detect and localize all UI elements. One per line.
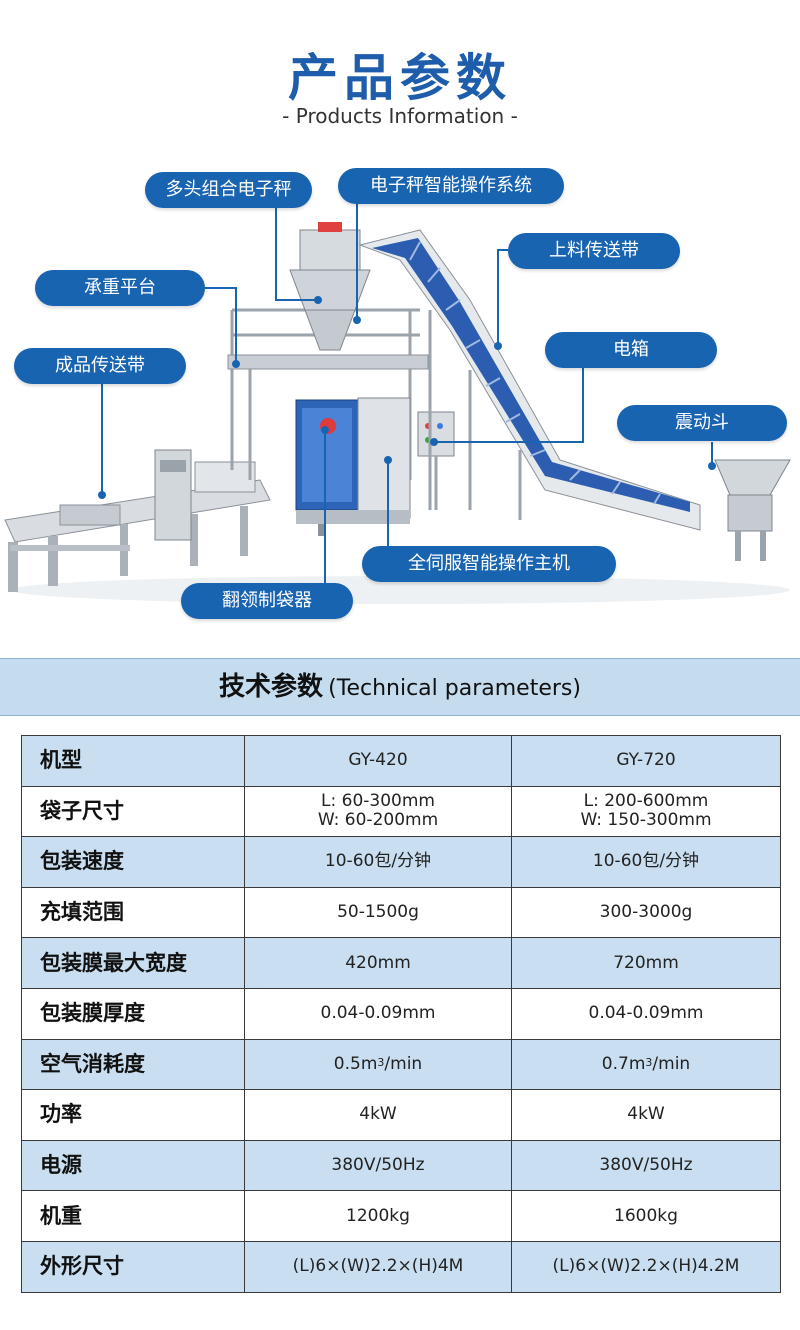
table-row: 空气消耗度 0.5m3/min 0.7m3/min bbox=[21, 1038, 781, 1091]
param-name: 机重 bbox=[21, 1190, 245, 1242]
param-value-gy720: 10-60包/分钟 bbox=[511, 836, 781, 888]
param-name: 空气消耗度 bbox=[21, 1038, 245, 1091]
label-vibrating-hopper: 震动斗 bbox=[617, 405, 787, 441]
param-value-gy720: 1600kg bbox=[511, 1190, 781, 1242]
param-value-gy720: 0.04-0.09mm bbox=[511, 987, 781, 1040]
vffs-machine-drawing bbox=[295, 397, 411, 536]
label-weigher-control-system: 电子秤智能操作系统 bbox=[338, 168, 564, 204]
param-value-gy420: 380V/50Hz bbox=[244, 1139, 512, 1192]
param-name: 机型 bbox=[21, 735, 245, 787]
param-value-gy720: (L)6×(W)2.2×(H)4.2M bbox=[511, 1240, 781, 1293]
page-subtitle: - Products Information - bbox=[282, 104, 518, 128]
param-name: 包装膜厚度 bbox=[21, 987, 245, 1040]
param-name: 包装速度 bbox=[21, 836, 245, 888]
table-row: 机重 1200kg 1600kg bbox=[21, 1190, 781, 1242]
table-row: 电源 380V/50Hz 380V/50Hz bbox=[21, 1139, 781, 1192]
param-value-gy420: 10-60包/分钟 bbox=[244, 836, 512, 888]
param-value-gy420: 0.5m3/min bbox=[244, 1038, 512, 1091]
table-row: 包装膜厚度 0.04-0.09mm 0.04-0.09mm bbox=[21, 987, 781, 1040]
param-value-gy720: 0.7m3/min bbox=[511, 1038, 781, 1091]
table-row: 包装速度 10-60包/分钟 10-60包/分钟 bbox=[21, 836, 781, 888]
label-servo-main-machine: 全伺服智能操作主机 bbox=[362, 546, 616, 582]
table-row: 功率 4kW 4kW bbox=[21, 1089, 781, 1141]
metal-detector-drawing bbox=[154, 449, 256, 541]
param-value-gy420: 50-1500g bbox=[244, 886, 512, 939]
param-value-gy720: GY-720 bbox=[511, 735, 781, 787]
param-name: 包装膜最大宽度 bbox=[21, 937, 245, 989]
incline-conveyor-drawing bbox=[358, 229, 701, 531]
param-value-gy420: (L)6×(W)2.2×(H)4M bbox=[244, 1240, 512, 1293]
finished-conveyor-drawing bbox=[4, 479, 271, 592]
table-row: 机型 GY-420 GY-720 bbox=[21, 735, 781, 787]
spec-title-en: (Technical parameters) bbox=[328, 676, 581, 701]
spec-title-zh: 技术参数 bbox=[219, 672, 324, 702]
param-name: 外形尺寸 bbox=[21, 1240, 245, 1293]
param-value-gy720: 720mm bbox=[511, 937, 781, 989]
param-value-gy420: 4kW bbox=[244, 1089, 512, 1141]
param-value-gy420: GY-420 bbox=[244, 735, 512, 787]
param-name: 充填范围 bbox=[21, 886, 245, 939]
vibrating-hopper-drawing bbox=[714, 459, 791, 561]
param-value-gy420: 0.04-0.09mm bbox=[244, 987, 512, 1040]
param-value-gy720: 380V/50Hz bbox=[511, 1139, 781, 1192]
table-row: 外形尺寸 (L)6×(W)2.2×(H)4M (L)6×(W)2.2×(H)4.… bbox=[21, 1240, 781, 1293]
spec-section-header: 技术参数 (Technical parameters) bbox=[0, 658, 800, 716]
param-value-gy420: 1200kg bbox=[244, 1190, 512, 1242]
param-value-gy720: 4kW bbox=[511, 1089, 781, 1141]
label-electric-box: 电箱 bbox=[545, 332, 717, 368]
control-box-drawing bbox=[417, 411, 455, 510]
table-row: 充填范围 50-1500g 300-3000g bbox=[21, 886, 781, 939]
label-finished-conveyor: 成品传送带 bbox=[14, 348, 186, 384]
label-feed-conveyor: 上料传送带 bbox=[508, 233, 680, 269]
param-value-gy720: 300-3000g bbox=[511, 886, 781, 939]
param-name: 袋子尺寸 bbox=[21, 785, 245, 838]
param-value-gy420: 420mm bbox=[244, 937, 512, 989]
label-support-platform: 承重平台 bbox=[35, 270, 205, 306]
label-bag-former: 翻领制袋器 bbox=[181, 583, 353, 619]
table-row: 包装膜最大宽度 420mm 720mm bbox=[21, 937, 781, 989]
label-multihead-weigher: 多头组合电子秤 bbox=[145, 172, 312, 208]
param-name: 功率 bbox=[21, 1089, 245, 1141]
param-name: 电源 bbox=[21, 1139, 245, 1192]
page-title: 产品参数 bbox=[288, 49, 512, 107]
